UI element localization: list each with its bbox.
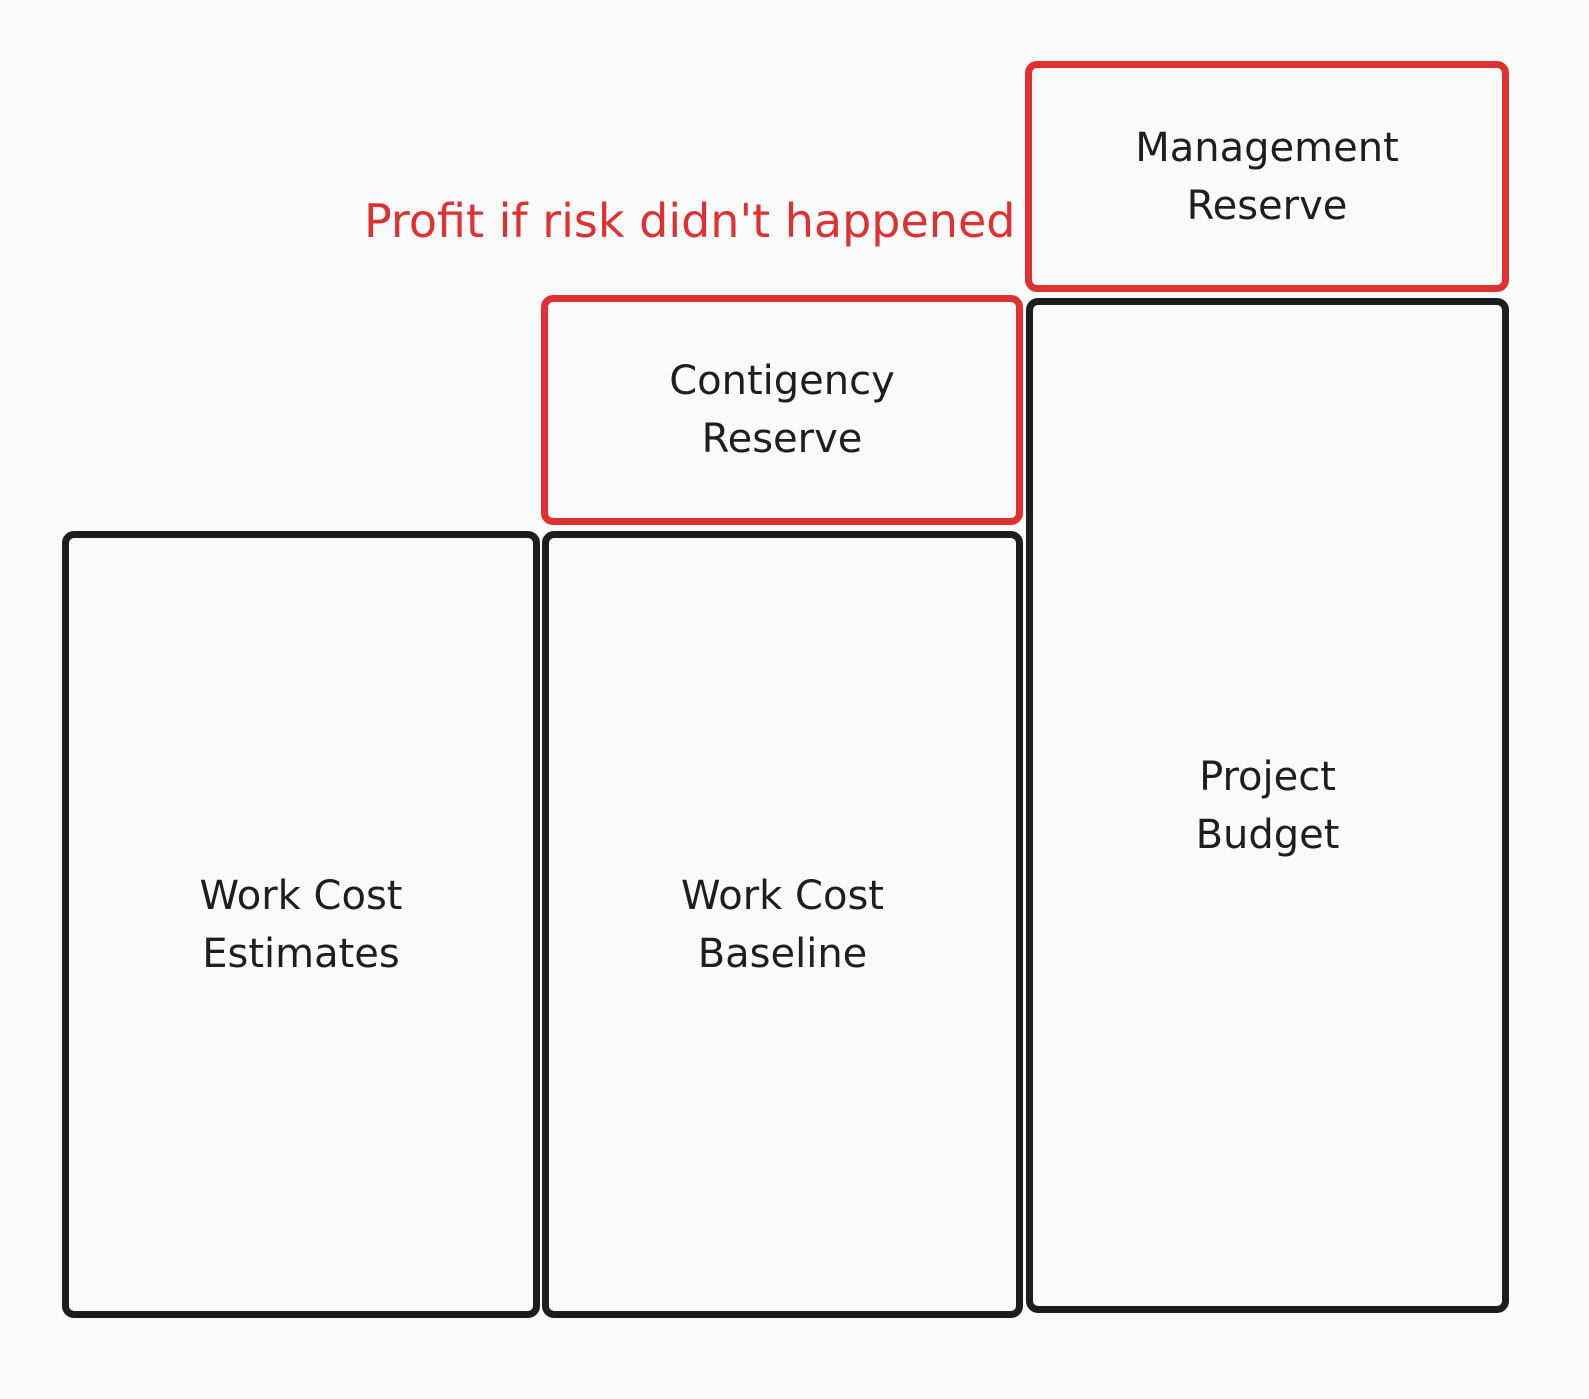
contingency-reserve-label: Contigency Reserve	[669, 358, 895, 462]
work-cost-estimates-box: Work Cost Estimates	[62, 531, 540, 1318]
work-cost-estimates-label: Work Cost Estimates	[199, 872, 403, 977]
work-cost-baseline-label: Work Cost Baseline	[681, 872, 884, 977]
project-budget-label: Project Budget	[1195, 753, 1340, 858]
management-reserve-label: Management Reserve	[1135, 124, 1399, 229]
profit-annotation: Profit if risk didn't happened	[364, 194, 1016, 248]
management-reserve-box: Management Reserve	[1025, 61, 1509, 292]
contingency-reserve-box: Contigency Reserve	[541, 295, 1023, 525]
work-cost-baseline-box: Work Cost Baseline	[542, 531, 1023, 1318]
project-budget-box: Project Budget	[1026, 298, 1509, 1313]
